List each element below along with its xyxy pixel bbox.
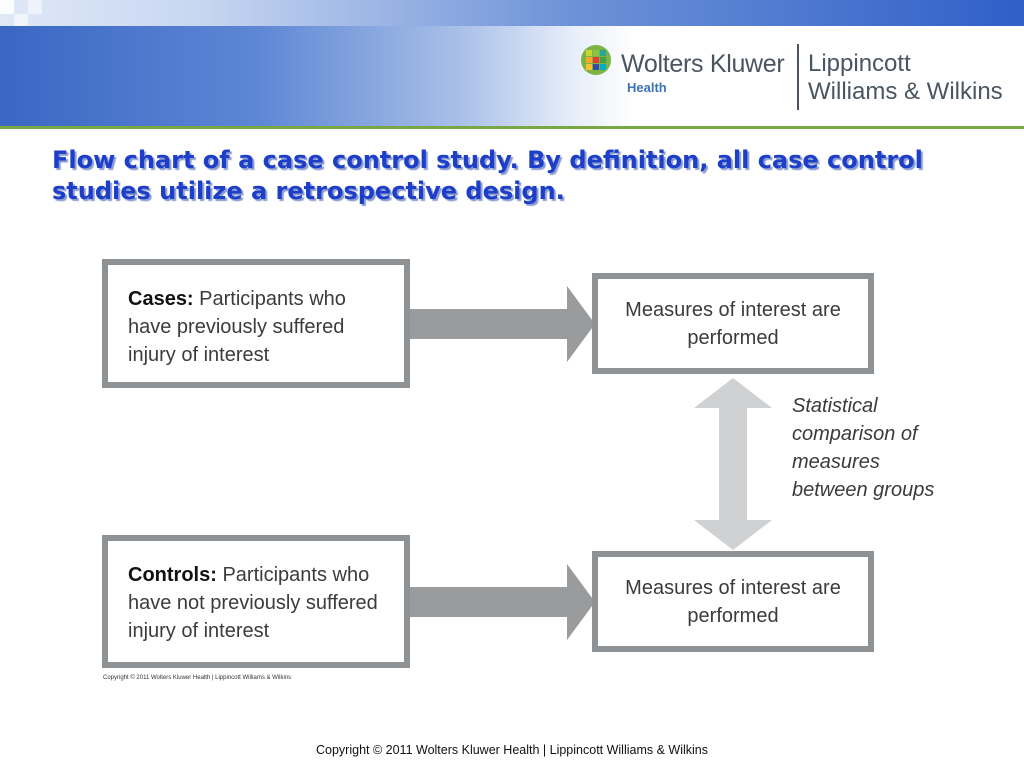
logo-company-name: Wolters Kluwer	[621, 50, 785, 78]
logo-imprint: Lippincott Williams & Wilkins	[808, 50, 1003, 106]
cases-label: Cases:	[128, 288, 194, 310]
cases-to-measures-arrow	[405, 286, 595, 362]
measures-bottom-text: Measures of interest are performed	[625, 576, 841, 627]
logo-imprint-line2: Williams & Wilkins	[808, 78, 1003, 105]
measures-top-box: Measures of interest are performed	[592, 273, 874, 374]
controls-box: Controls: Participants who have not prev…	[102, 535, 410, 668]
figure-copyright: Copyright © 2011 Wolters Kluwer Health |…	[103, 675, 292, 681]
slide-title: Flow chart of a case control study. By d…	[52, 146, 923, 205]
cases-text: Participants who have previously suffere…	[128, 288, 346, 366]
wolters-kluwer-logo-icon	[581, 45, 611, 75]
header-decor-square	[0, 0, 14, 14]
header-decor-square	[14, 14, 28, 26]
controls-text: Participants who have not previously suf…	[128, 564, 378, 642]
controls-to-measures-arrow	[405, 564, 595, 640]
comparison-label: Statistical comparison of measures betwe…	[792, 395, 935, 501]
header-top-bar	[0, 0, 1024, 26]
cases-box: Cases: Participants who have previously …	[102, 259, 410, 388]
header-decor-square	[28, 0, 42, 14]
controls-label: Controls:	[128, 564, 217, 586]
logo-division-name: Health	[627, 80, 667, 95]
footer-copyright: Copyright © 2011 Wolters Kluwer Health |…	[316, 743, 708, 757]
logo-imprint-line1: Lippincott	[808, 50, 911, 77]
comparison-double-arrow	[694, 378, 772, 550]
measures-bottom-box: Measures of interest are performed	[592, 551, 874, 652]
measures-top-text: Measures of interest are performed	[625, 298, 841, 349]
logo-divider	[797, 44, 799, 110]
header-rule	[0, 126, 1024, 129]
